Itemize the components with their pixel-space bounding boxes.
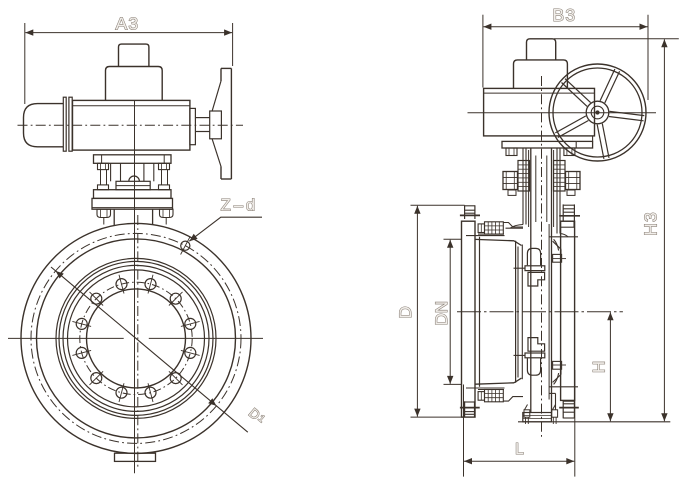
- svg-text:DN: DN: [432, 301, 451, 326]
- svg-text:B3: B3: [552, 5, 576, 25]
- svg-text:H: H: [590, 361, 609, 373]
- svg-text:A3: A3: [115, 14, 139, 34]
- svg-text:L: L: [515, 441, 524, 458]
- svg-text:D: D: [396, 306, 415, 318]
- svg-text:Z–d: Z–d: [221, 196, 258, 214]
- svg-text:H3: H3: [640, 211, 660, 235]
